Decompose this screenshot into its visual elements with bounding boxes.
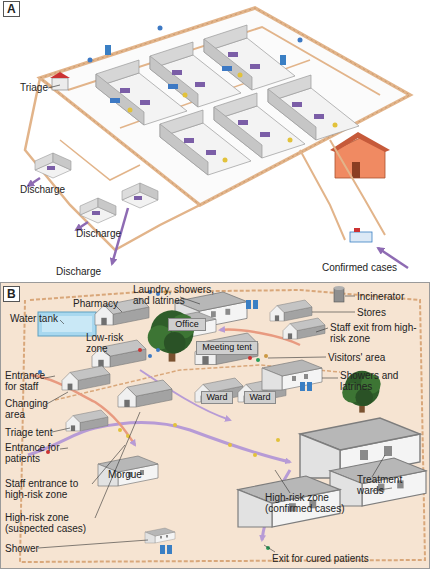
callout-label: Triage tent <box>5 427 52 438</box>
callout-label: Water tank <box>10 313 58 324</box>
callout-label: Treatment wards <box>357 474 421 496</box>
callout-label: Shower <box>5 543 39 554</box>
house-and-gate <box>300 132 408 268</box>
callout-label: Confirmed cases <box>322 262 397 273</box>
building-node: Office <box>168 318 206 331</box>
callout-label: High-risk zone (confirmed cases) <box>265 492 357 514</box>
tents-and-buildings <box>62 292 426 543</box>
building-name: Ward <box>245 392 275 403</box>
triage-booth <box>48 72 70 90</box>
callout-label: Triage <box>20 82 48 93</box>
callout-label: Incinerator <box>357 291 404 302</box>
isolation-rooms <box>96 25 359 175</box>
callout-label: Staff exit from high-risk zone <box>330 322 418 344</box>
callout-label: Discharge <box>20 184 65 195</box>
building-name: Ward <box>202 392 232 403</box>
panel-letter: A <box>3 1 20 17</box>
discharge-huts <box>25 78 200 264</box>
panel-letter: B <box>3 286 20 302</box>
callout-label: Morgue <box>108 469 142 480</box>
callout-label: Entrance for staff <box>5 370 53 392</box>
callout-label: Showers and latrines <box>340 370 406 392</box>
callout-label: Laundry, showers, and latrines <box>133 284 225 306</box>
panel-a-compound <box>40 8 410 205</box>
building-node: Ward <box>201 391 233 404</box>
callout-label: Exit for cured patients <box>272 553 369 564</box>
callout-label: Discharge <box>76 228 121 239</box>
callout-label: Entrance for patients <box>5 442 65 464</box>
callout-label: Pharmacy <box>73 298 118 309</box>
callout-label: High-risk zone (suspected cases) <box>5 512 97 534</box>
callout-label: Changing area <box>5 398 51 420</box>
building-name: Meeting tent <box>197 342 257 353</box>
callout-label: Stores <box>357 307 386 318</box>
building-node: Ward <box>244 391 276 404</box>
beds-and-staff <box>88 26 338 163</box>
callout-label: Visitors' area <box>328 352 385 363</box>
callout-label: Low-risk zone <box>86 332 136 354</box>
callout-label: Discharge <box>56 266 101 277</box>
building-name: Office <box>169 319 205 330</box>
building-node: Meeting tent <box>196 341 258 355</box>
callout-label: Staff entrance to high-risk zone <box>5 478 97 500</box>
panel-b-ground <box>1 283 430 569</box>
people <box>38 290 280 550</box>
